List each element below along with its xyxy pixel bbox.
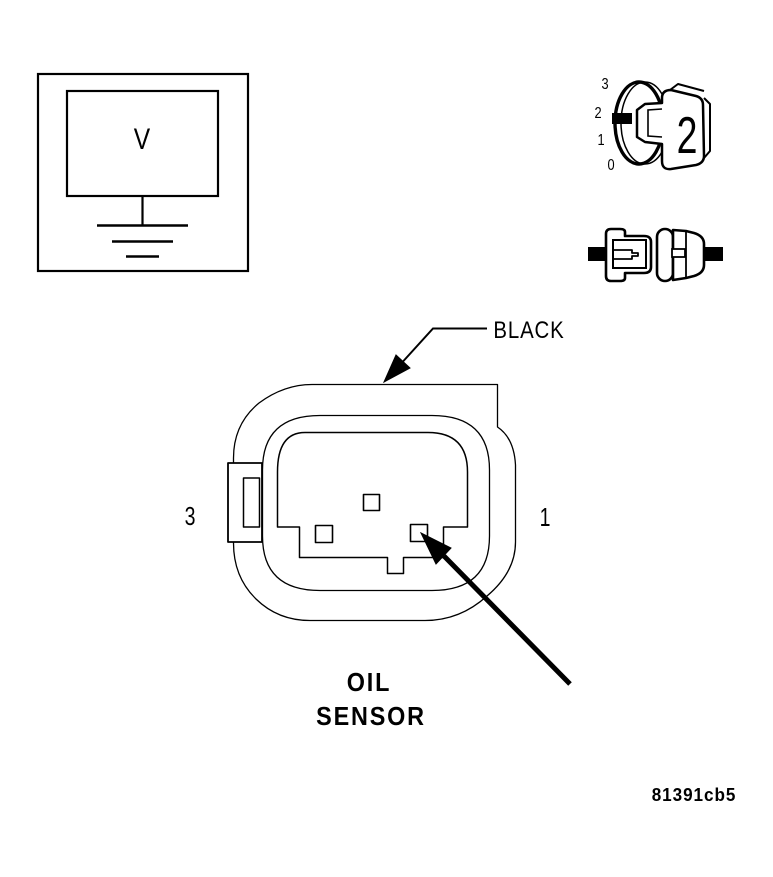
pin-3-terminal	[314, 524, 334, 544]
pin-pointer-arrow	[419, 531, 572, 686]
pin-2-terminal-center	[362, 493, 381, 512]
pointer-arrowhead-icon	[419, 531, 452, 565]
pin-1-terminal	[409, 523, 429, 543]
right-wire-stub	[703, 247, 723, 261]
voltmeter-outer-box	[36, 72, 250, 273]
voltmeter-label: V	[133, 123, 151, 156]
connector-side-tab-slot	[242, 477, 261, 528]
connector-middle-wall	[261, 414, 491, 592]
dial-marker	[612, 113, 632, 124]
right-connector-body	[671, 228, 706, 282]
leader-line	[402, 327, 487, 363]
wire-color-label: BLACK	[493, 317, 565, 344]
caption-line-1: OIL	[346, 667, 392, 697]
right-connector-slot	[671, 248, 686, 258]
probe-plate-depth-lines	[669, 83, 711, 159]
dial-scale-3: 3	[601, 76, 609, 93]
dial-selected-value: 2	[676, 107, 698, 165]
caption-line-2: SENSOR	[316, 701, 426, 731]
left-connector-key	[613, 249, 639, 260]
figure-code: 81391cb5	[651, 785, 737, 805]
probe-plate-notch-lines	[647, 108, 663, 138]
left-connector-cavity	[612, 239, 647, 269]
dial-scale-0: 0	[607, 157, 615, 174]
dial-scale-1: 1	[597, 132, 605, 149]
black-label-leader-arrow	[382, 327, 487, 384]
pointer-shaft	[442, 554, 572, 686]
left-wire-stub	[588, 247, 607, 261]
inline-connector-icon	[588, 227, 723, 283]
connector-face-diagram	[227, 383, 517, 622]
connector-outer-shell	[232, 383, 517, 622]
cavity-label-1: 1	[539, 502, 551, 532]
ground-icon	[97, 224, 188, 258]
voltmeter-icon	[36, 72, 250, 273]
cavity-label-3: 3	[184, 501, 196, 531]
connector-keyway	[276, 431, 469, 575]
probe-dial-icon	[612, 80, 711, 171]
leader-arrowhead-icon	[382, 354, 411, 384]
dial-scale-2: 2	[594, 105, 602, 122]
right-connector-cap	[655, 227, 675, 283]
